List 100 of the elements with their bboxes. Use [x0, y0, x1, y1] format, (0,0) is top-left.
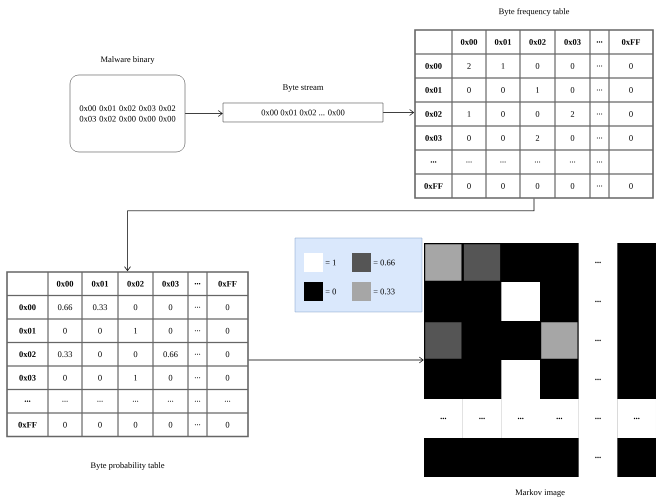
table-header: 0x03	[425, 135, 442, 141]
table-value: 0	[168, 304, 172, 310]
table-header: ...	[24, 400, 30, 402]
table-value: ...	[224, 400, 230, 402]
table-value: 2	[467, 63, 471, 69]
table-header: ...	[430, 161, 436, 163]
table-value: 0	[467, 87, 471, 93]
legend-label: = 0.66	[374, 260, 395, 266]
table-value: ...	[194, 400, 200, 402]
legend-label: = 0.33	[374, 288, 395, 294]
table-value: 0.33	[92, 304, 108, 310]
table-header: 0x02	[19, 351, 36, 358]
table-value: 0	[629, 111, 633, 117]
table-value: 0	[226, 422, 230, 428]
ellipsis-mark: ...	[634, 418, 640, 420]
table-value: 0	[501, 111, 505, 117]
table-header: 0xFF	[218, 280, 237, 287]
table-value: 0	[570, 87, 574, 93]
table-value: 1	[502, 63, 505, 69]
table-value: ...	[194, 354, 200, 355]
rounded-box: 0x00 0x01 0x02 0x03 0x02 0x03 0x02 0x00 0x00 0x00	[70, 74, 186, 152]
table-value: 0	[501, 183, 505, 189]
table-value: 0	[536, 111, 540, 117]
table-value: 0	[168, 328, 172, 334]
table-value: 0	[570, 135, 574, 141]
table-header: ...	[194, 283, 200, 284]
arrow	[124, 198, 534, 272]
ellipsis-mark: ...	[595, 378, 601, 380]
process-box: 0x00 0x01 0x02 ... 0x00	[222, 102, 384, 122]
ellipsis-mark: ...	[595, 300, 601, 302]
table-header: 0x00	[19, 304, 36, 310]
table-header: 0x03	[564, 39, 581, 45]
table-header: 0x02	[127, 280, 144, 287]
table-value: 0	[226, 374, 230, 381]
table-header: 0xFF	[424, 183, 443, 189]
table-value: 2	[536, 135, 540, 141]
table-header: ...	[596, 41, 602, 43]
table-header: 0x00	[460, 39, 478, 45]
table-value: 0	[536, 63, 540, 69]
table-value: 0	[629, 183, 633, 189]
table-header: 0x03	[19, 374, 36, 381]
table-header: 0x00	[425, 63, 442, 69]
table-value: 0	[629, 135, 633, 141]
table-header: 0x02	[529, 39, 546, 45]
table-header: 0x02	[425, 111, 442, 117]
table-value: ...	[168, 400, 174, 402]
table-value: 0	[629, 87, 633, 93]
ellipsis-mark: ...	[556, 418, 562, 420]
table-value: 1	[468, 111, 471, 117]
table-value: 1	[134, 328, 138, 334]
table-header: 0xFF	[18, 422, 37, 428]
node-heading: Byte stream	[282, 84, 324, 92]
table-value: 0	[63, 422, 67, 428]
table-value: 0	[134, 422, 138, 428]
table-value: 0	[134, 351, 138, 358]
arrow	[184, 110, 223, 117]
table-value: ...	[97, 400, 103, 402]
table-value: 0	[98, 422, 102, 428]
ellipsis-mark: ...	[479, 418, 485, 420]
node-heading: Byte frequency table	[498, 8, 570, 16]
ellipsis-mark: ...	[595, 418, 601, 420]
node-heading: Markov image	[515, 489, 565, 497]
table-header: 0x01	[425, 87, 442, 93]
table-value: 1	[536, 87, 540, 93]
table-value: 0	[168, 374, 172, 381]
table-value: 0	[63, 374, 67, 381]
table-value: 0	[226, 351, 230, 358]
table-value: 0.66	[163, 351, 178, 358]
ellipsis-mark: ...	[440, 418, 446, 420]
table-value: 0	[98, 351, 102, 358]
node-heading: Malware binary	[100, 56, 154, 64]
table-value: 0	[570, 183, 574, 189]
table-value: ...	[194, 306, 200, 308]
table-value: 0	[226, 304, 230, 310]
table-value: 0	[467, 135, 471, 141]
table-header: 0xFF	[622, 39, 640, 45]
table-value: 0	[467, 183, 471, 189]
table-header: 0x01	[92, 280, 108, 287]
table-value: 0	[63, 328, 67, 334]
table-header: 0x00	[56, 280, 74, 287]
arrow	[248, 356, 424, 364]
table-value: ...	[132, 400, 138, 402]
table-value: 0	[629, 63, 633, 69]
table-value: 0	[134, 304, 138, 310]
table-value: 1	[134, 374, 138, 381]
legend-label: = 1	[326, 260, 336, 266]
table-header: 0x01	[19, 328, 36, 334]
node-heading: Byte probability table	[90, 462, 164, 470]
table-value: 0	[501, 87, 505, 93]
table-value: 0.33	[58, 351, 72, 358]
table-value: ...	[62, 400, 68, 402]
ellipsis-mark: ...	[595, 456, 601, 458]
table-value: 0	[570, 63, 574, 69]
table-header: 0x03	[162, 280, 179, 287]
table-value: 0	[98, 374, 102, 381]
table-value: ...	[194, 330, 200, 332]
table-value: 0	[501, 135, 505, 141]
table-value: 0	[98, 328, 102, 334]
table-value: ...	[194, 377, 200, 378]
table-value: 2	[570, 111, 574, 117]
